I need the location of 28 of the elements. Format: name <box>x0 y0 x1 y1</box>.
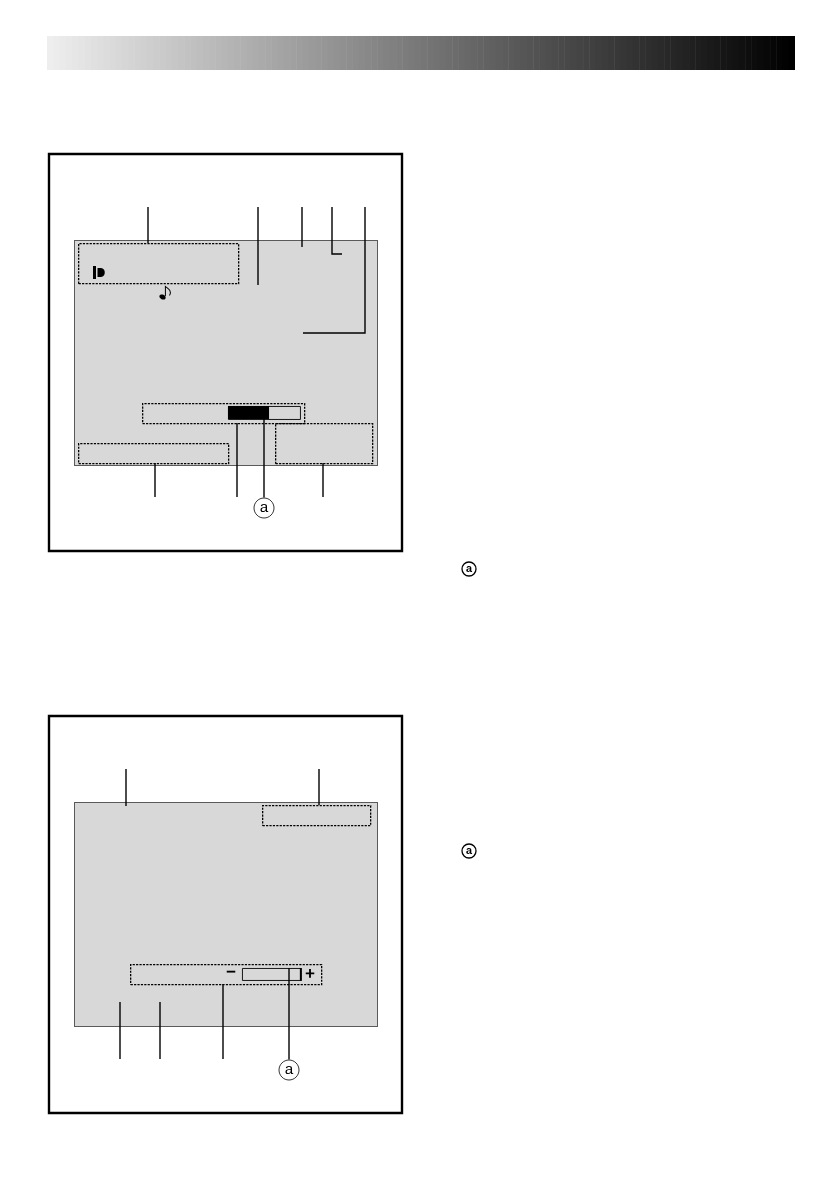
dotted-frame <box>78 443 230 465</box>
callout-letter: a <box>278 1059 300 1081</box>
leader-line <box>236 422 238 498</box>
leader-line <box>263 418 265 499</box>
leader-line <box>147 206 149 244</box>
callout-letter: a <box>461 843 477 859</box>
leader-line <box>302 206 366 334</box>
minus-sign: − <box>226 970 236 973</box>
leader-line <box>318 768 320 806</box>
dotted-frame <box>275 423 374 465</box>
leader-line <box>288 967 290 1061</box>
dotted-frame <box>78 243 240 285</box>
level-bar <box>242 967 302 982</box>
leader-line <box>154 462 156 498</box>
dotted-frame <box>262 805 372 827</box>
screen-display <box>74 240 378 466</box>
dotted-frame <box>130 964 323 986</box>
plus-sign: + <box>305 969 315 978</box>
callout-letter: a <box>253 497 275 519</box>
leader-line <box>301 206 303 248</box>
level-bar <box>228 406 301 420</box>
callout-letter: a <box>461 561 477 577</box>
leader-line <box>222 983 224 1060</box>
leader-line <box>331 206 343 255</box>
screen-display <box>74 802 378 1027</box>
leader-line <box>125 768 127 807</box>
dotted-frame <box>142 403 306 425</box>
leader-line <box>322 462 324 498</box>
